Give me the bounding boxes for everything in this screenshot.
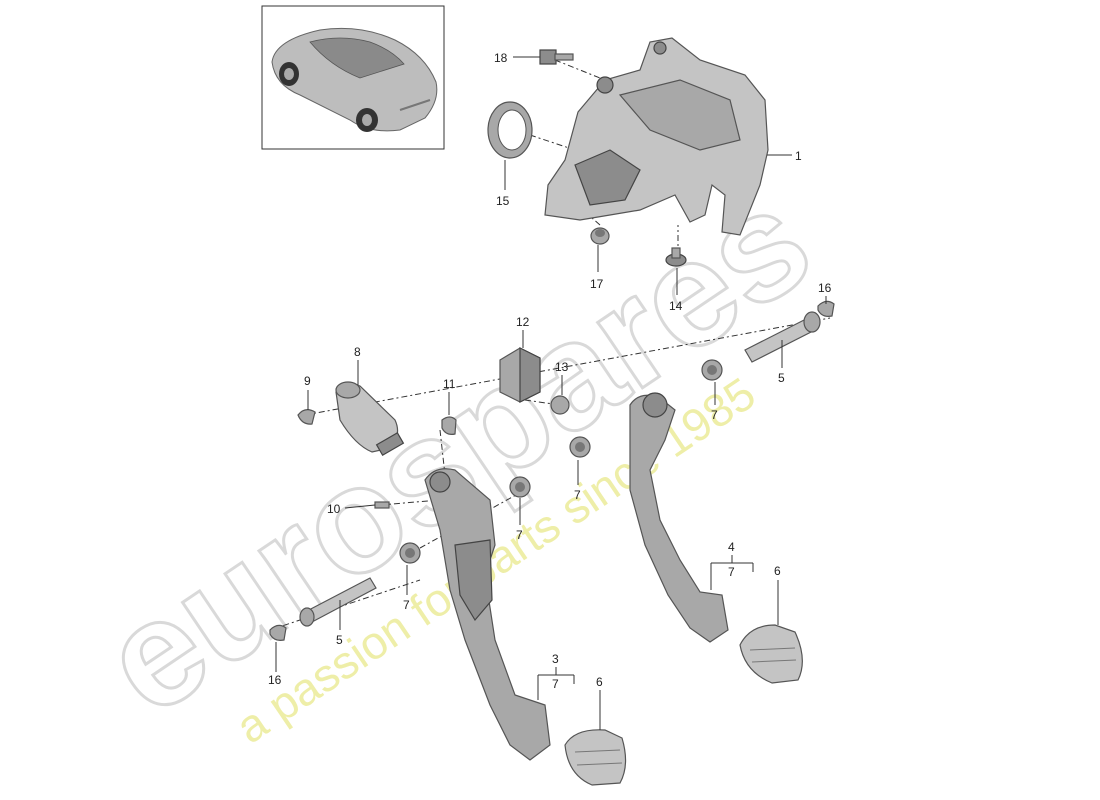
clip-11: [441, 416, 457, 435]
bush-7-upper: [701, 359, 723, 381]
callout-4: 4: [728, 540, 735, 554]
stud-14: [665, 247, 687, 267]
sensor-8: [335, 381, 405, 457]
bush-7-left-lower: [399, 542, 421, 564]
car-image: [271, 27, 438, 132]
callout-7-group-4: 7: [728, 565, 735, 579]
shaft-5-right: [744, 311, 821, 363]
callout-16-left: 16: [268, 673, 282, 687]
pedal-pad-6-right: [739, 624, 803, 684]
pedal-pad-6-left: [564, 729, 627, 786]
watermark-brand: eurospares: [74, 155, 838, 747]
bush-7-left-upper: [509, 476, 531, 498]
callout-8: 8: [354, 345, 361, 359]
callout-5-left: 5: [336, 633, 343, 647]
callout-15: 15: [496, 194, 510, 208]
clutch-pedal: [424, 468, 551, 761]
callout-7-left-upper: 7: [516, 528, 523, 542]
bolt-18: [539, 49, 574, 65]
clip-9: [297, 409, 316, 425]
switch-12: [499, 347, 541, 403]
callout-10: 10: [327, 502, 341, 516]
callout-labels: 18 1 15 17 14 16 12 13 5 7 8 9 11 7 10 7…: [268, 51, 832, 691]
callout-14: 14: [669, 299, 683, 313]
callout-7-upper: 7: [711, 408, 718, 422]
callout-7-left-lower: 7: [403, 598, 410, 612]
callout-5-right: 5: [778, 371, 785, 385]
callout-17: 17: [590, 277, 604, 291]
callout-7-group-3: 7: [552, 677, 559, 691]
bush-13: [550, 395, 570, 415]
vehicle-thumbnail: [261, 5, 445, 150]
circlip-16-left: [269, 624, 287, 641]
callout-6-right: 6: [774, 564, 781, 578]
callout-1: 1: [795, 149, 802, 163]
callout-18: 18: [494, 51, 508, 65]
brake-pedal: [629, 392, 729, 643]
callout-16-right: 16: [818, 281, 832, 295]
callout-6-left: 6: [596, 675, 603, 689]
pin-10: [374, 501, 390, 509]
leader-lines: [275, 56, 827, 730]
callout-7-middle: 7: [574, 488, 581, 502]
callout-13: 13: [555, 360, 569, 374]
seal-ring-15: [487, 101, 533, 159]
bush-17: [590, 227, 610, 245]
callout-9: 9: [304, 374, 311, 388]
watermark: eurospares a passion for parts since 198…: [72, 154, 839, 754]
callout-3: 3: [552, 652, 559, 666]
circlip-16-right: [817, 300, 835, 317]
callout-12: 12: [516, 315, 530, 329]
pedal-bracket: [544, 37, 769, 236]
bush-7-middle: [569, 436, 591, 458]
callout-11: 11: [443, 377, 456, 391]
